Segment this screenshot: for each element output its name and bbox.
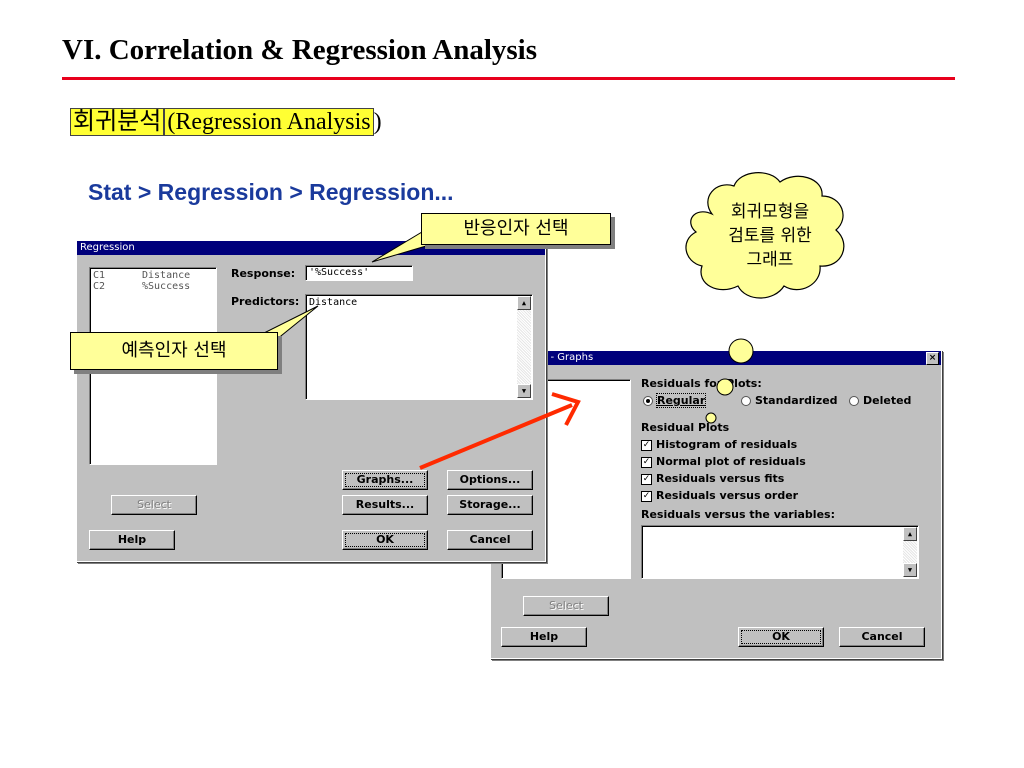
versus-variables-scrollbar[interactable]: ▲ ▼	[903, 527, 917, 577]
checkbox-versus-order-box: ✓	[641, 490, 652, 502]
graphs-help-button[interactable]: Help	[501, 627, 587, 647]
cloud-line-1: 회귀모형을	[730, 202, 810, 222]
radio-deleted-label: Deleted	[863, 394, 912, 407]
thought-bubble-medium	[716, 378, 734, 396]
predictor-callout: 예측인자 선택	[70, 332, 278, 370]
graphs-dialog-titlebar: n - Graphs ×	[491, 351, 941, 365]
menu-path: Stat > Regression > Regression...	[88, 179, 454, 205]
graphs-arrow-head	[551, 392, 581, 426]
radio-deleted-indicator	[849, 396, 859, 406]
ok-button[interactable]: OK	[342, 530, 428, 550]
graphs-cancel-button[interactable]: Cancel	[839, 627, 925, 647]
radio-standardized-label: Standardized	[755, 394, 838, 407]
list-item[interactable]: %Success	[142, 281, 190, 292]
slide-title: VI. Correlation & Regression Analysis	[62, 34, 538, 66]
checkbox-versus-order[interactable]: ✓ Residuals versus order	[641, 489, 798, 502]
graph-cloud-text: 회귀모형을 검토를 위한 그래프	[690, 200, 850, 272]
checkbox-normal-plot[interactable]: ✓ Normal plot of residuals	[641, 455, 806, 468]
checkbox-versus-fits[interactable]: ✓ Residuals versus fits	[641, 472, 784, 485]
response-label: Response:	[231, 267, 296, 280]
thought-bubble-large	[728, 338, 754, 364]
predictors-label: Predictors:	[231, 295, 300, 308]
scroll-down-icon[interactable]: ▼	[517, 384, 531, 398]
residual-plots-label: Residual Plots	[641, 421, 730, 434]
variable-col: C1	[93, 270, 106, 281]
subtitle-korean: 회귀분석	[70, 108, 165, 136]
variable-name: Distance	[142, 270, 191, 281]
list-item[interactable]: C1	[93, 270, 105, 281]
title-rule	[62, 77, 955, 80]
checkbox-normal-plot-label: Normal plot of residuals	[656, 455, 806, 468]
subtitle-highlight: (Regression Analysis	[164, 108, 374, 136]
radio-regular[interactable]: Regular	[643, 393, 707, 408]
help-button[interactable]: Help	[89, 530, 175, 550]
radio-regular-label: Regular	[655, 393, 707, 408]
scroll-up-icon[interactable]: ▲	[903, 527, 917, 541]
options-button[interactable]: Options...	[447, 470, 533, 490]
regression-dialog-title: Regression	[80, 242, 135, 253]
graphs-arrow-line	[419, 403, 573, 470]
versus-variables-label: Residuals versus the variables:	[641, 508, 835, 521]
results-button[interactable]: Results...	[342, 495, 428, 515]
scroll-down-icon[interactable]: ▼	[903, 563, 917, 577]
predictors-input[interactable]: Distance ▲ ▼	[305, 294, 533, 400]
checkbox-histogram[interactable]: ✓ Histogram of residuals	[641, 438, 797, 451]
graphs-select-button[interactable]: Select	[523, 596, 609, 616]
graphs-button[interactable]: Graphs...	[342, 470, 428, 490]
checkbox-versus-fits-box: ✓	[641, 473, 652, 485]
predictors-scrollbar[interactable]: ▲ ▼	[517, 296, 531, 398]
cloud-line-3: 그래프	[746, 250, 794, 270]
checkbox-histogram-box: ✓	[641, 439, 652, 451]
checkbox-versus-fits-label: Residuals versus fits	[656, 472, 785, 485]
list-item[interactable]: C2	[93, 281, 105, 292]
variable-name: %Success	[142, 281, 191, 292]
radio-standardized[interactable]: Standardized	[741, 394, 838, 407]
response-pointer	[371, 231, 427, 263]
storage-button[interactable]: Storage...	[447, 495, 533, 515]
checkbox-histogram-label: Histogram of residuals	[656, 438, 798, 451]
thought-cloud	[685, 172, 845, 299]
radio-deleted[interactable]: Deleted	[849, 394, 911, 407]
radio-standardized-indicator	[741, 396, 751, 406]
regression-dialog: Regression C1 Distance C2 %Success Respo…	[76, 240, 546, 562]
graphs-dialog-title: n - Graphs	[541, 352, 594, 363]
cloud-line-2: 검토를 위한	[728, 226, 812, 246]
select-button[interactable]: Select	[111, 495, 197, 515]
graphs-ok-button[interactable]: OK	[738, 627, 824, 647]
radio-regular-indicator	[643, 396, 653, 406]
response-input[interactable]: '%Success'	[305, 265, 413, 281]
subtitle-close: )	[373, 109, 382, 135]
response-callout: 반응인자 선택	[421, 213, 611, 245]
list-item[interactable]: Distance	[142, 270, 190, 281]
cancel-button[interactable]: Cancel	[447, 530, 533, 550]
scroll-up-icon[interactable]: ▲	[517, 296, 531, 310]
close-icon[interactable]: ×	[926, 352, 939, 365]
thought-bubble-small	[705, 412, 717, 424]
checkbox-normal-plot-box: ✓	[641, 456, 652, 468]
subtitle: 회귀분석(Regression Analysis)	[70, 101, 382, 136]
variable-col: C2	[93, 281, 106, 292]
predictors-value: Distance	[309, 297, 358, 308]
versus-variables-input[interactable]: ▲ ▼	[641, 525, 919, 579]
checkbox-versus-order-label: Residuals versus order	[656, 489, 799, 502]
